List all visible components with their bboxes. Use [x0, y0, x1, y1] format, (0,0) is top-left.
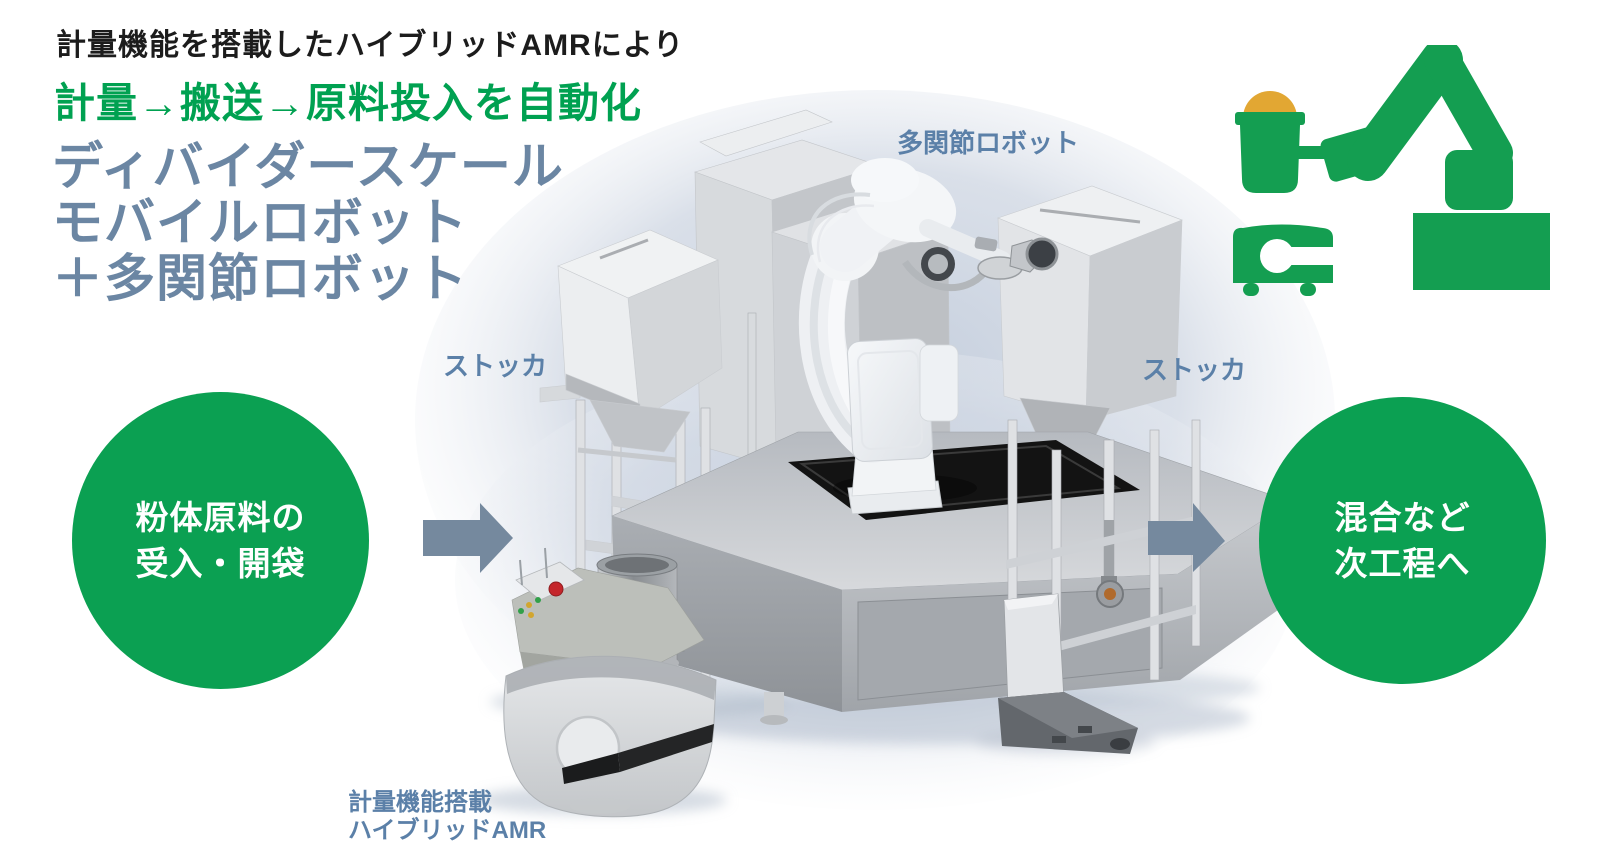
step-output-line2: 次工程へ: [1334, 544, 1471, 582]
dock-station-illustration: [998, 593, 1138, 754]
amr-illustration: [503, 547, 717, 818]
page-title-line1: ディバイダースケール: [52, 138, 564, 195]
label-stocker-right: ストッカ: [1142, 355, 1247, 385]
label-stocker-left: ストッカ: [443, 351, 548, 381]
header-subtitle: 計量機能を搭載したハイブリッドAMRにより: [56, 29, 685, 62]
step-input-circle: 粉体原料の 受入・開袋: [72, 392, 369, 689]
header-highlight: 計量→搬送→原料投入を自動化: [54, 80, 642, 126]
step-input-line2: 受入・開袋: [135, 544, 306, 582]
robot-arm-amr-pictogram-icon: [1233, 45, 1550, 296]
step-output-circle: 混合など 次工程へ: [1259, 397, 1546, 684]
label-hybrid-amr-line1: 計量機能搭載: [348, 789, 492, 816]
pictogram-amr-icon: [1233, 224, 1335, 296]
robot-arm-illustration: [798, 158, 1059, 515]
step-output-line1: 混合など: [1334, 498, 1471, 536]
step-input-line1: 粉体原料の: [135, 498, 306, 536]
label-hybrid-amr-line2: ハイブリッドAMR: [348, 817, 547, 844]
stocker-right-frame: [1006, 419, 1201, 691]
page-title-line2: モバイルロボット: [52, 194, 469, 251]
label-articulated-robot: 多関節ロボット: [897, 128, 1080, 158]
page-title: ディバイダースケール モバイルロボット ＋多関節ロボット: [52, 139, 564, 307]
page-title-line3: ＋多関節ロボット: [52, 250, 469, 307]
pictogram-robot-arm-icon: [1298, 45, 1550, 290]
pictogram-container-icon: [1235, 91, 1305, 193]
label-hybrid-amr: 計量機能搭載 ハイブリッドAMR: [348, 789, 546, 845]
